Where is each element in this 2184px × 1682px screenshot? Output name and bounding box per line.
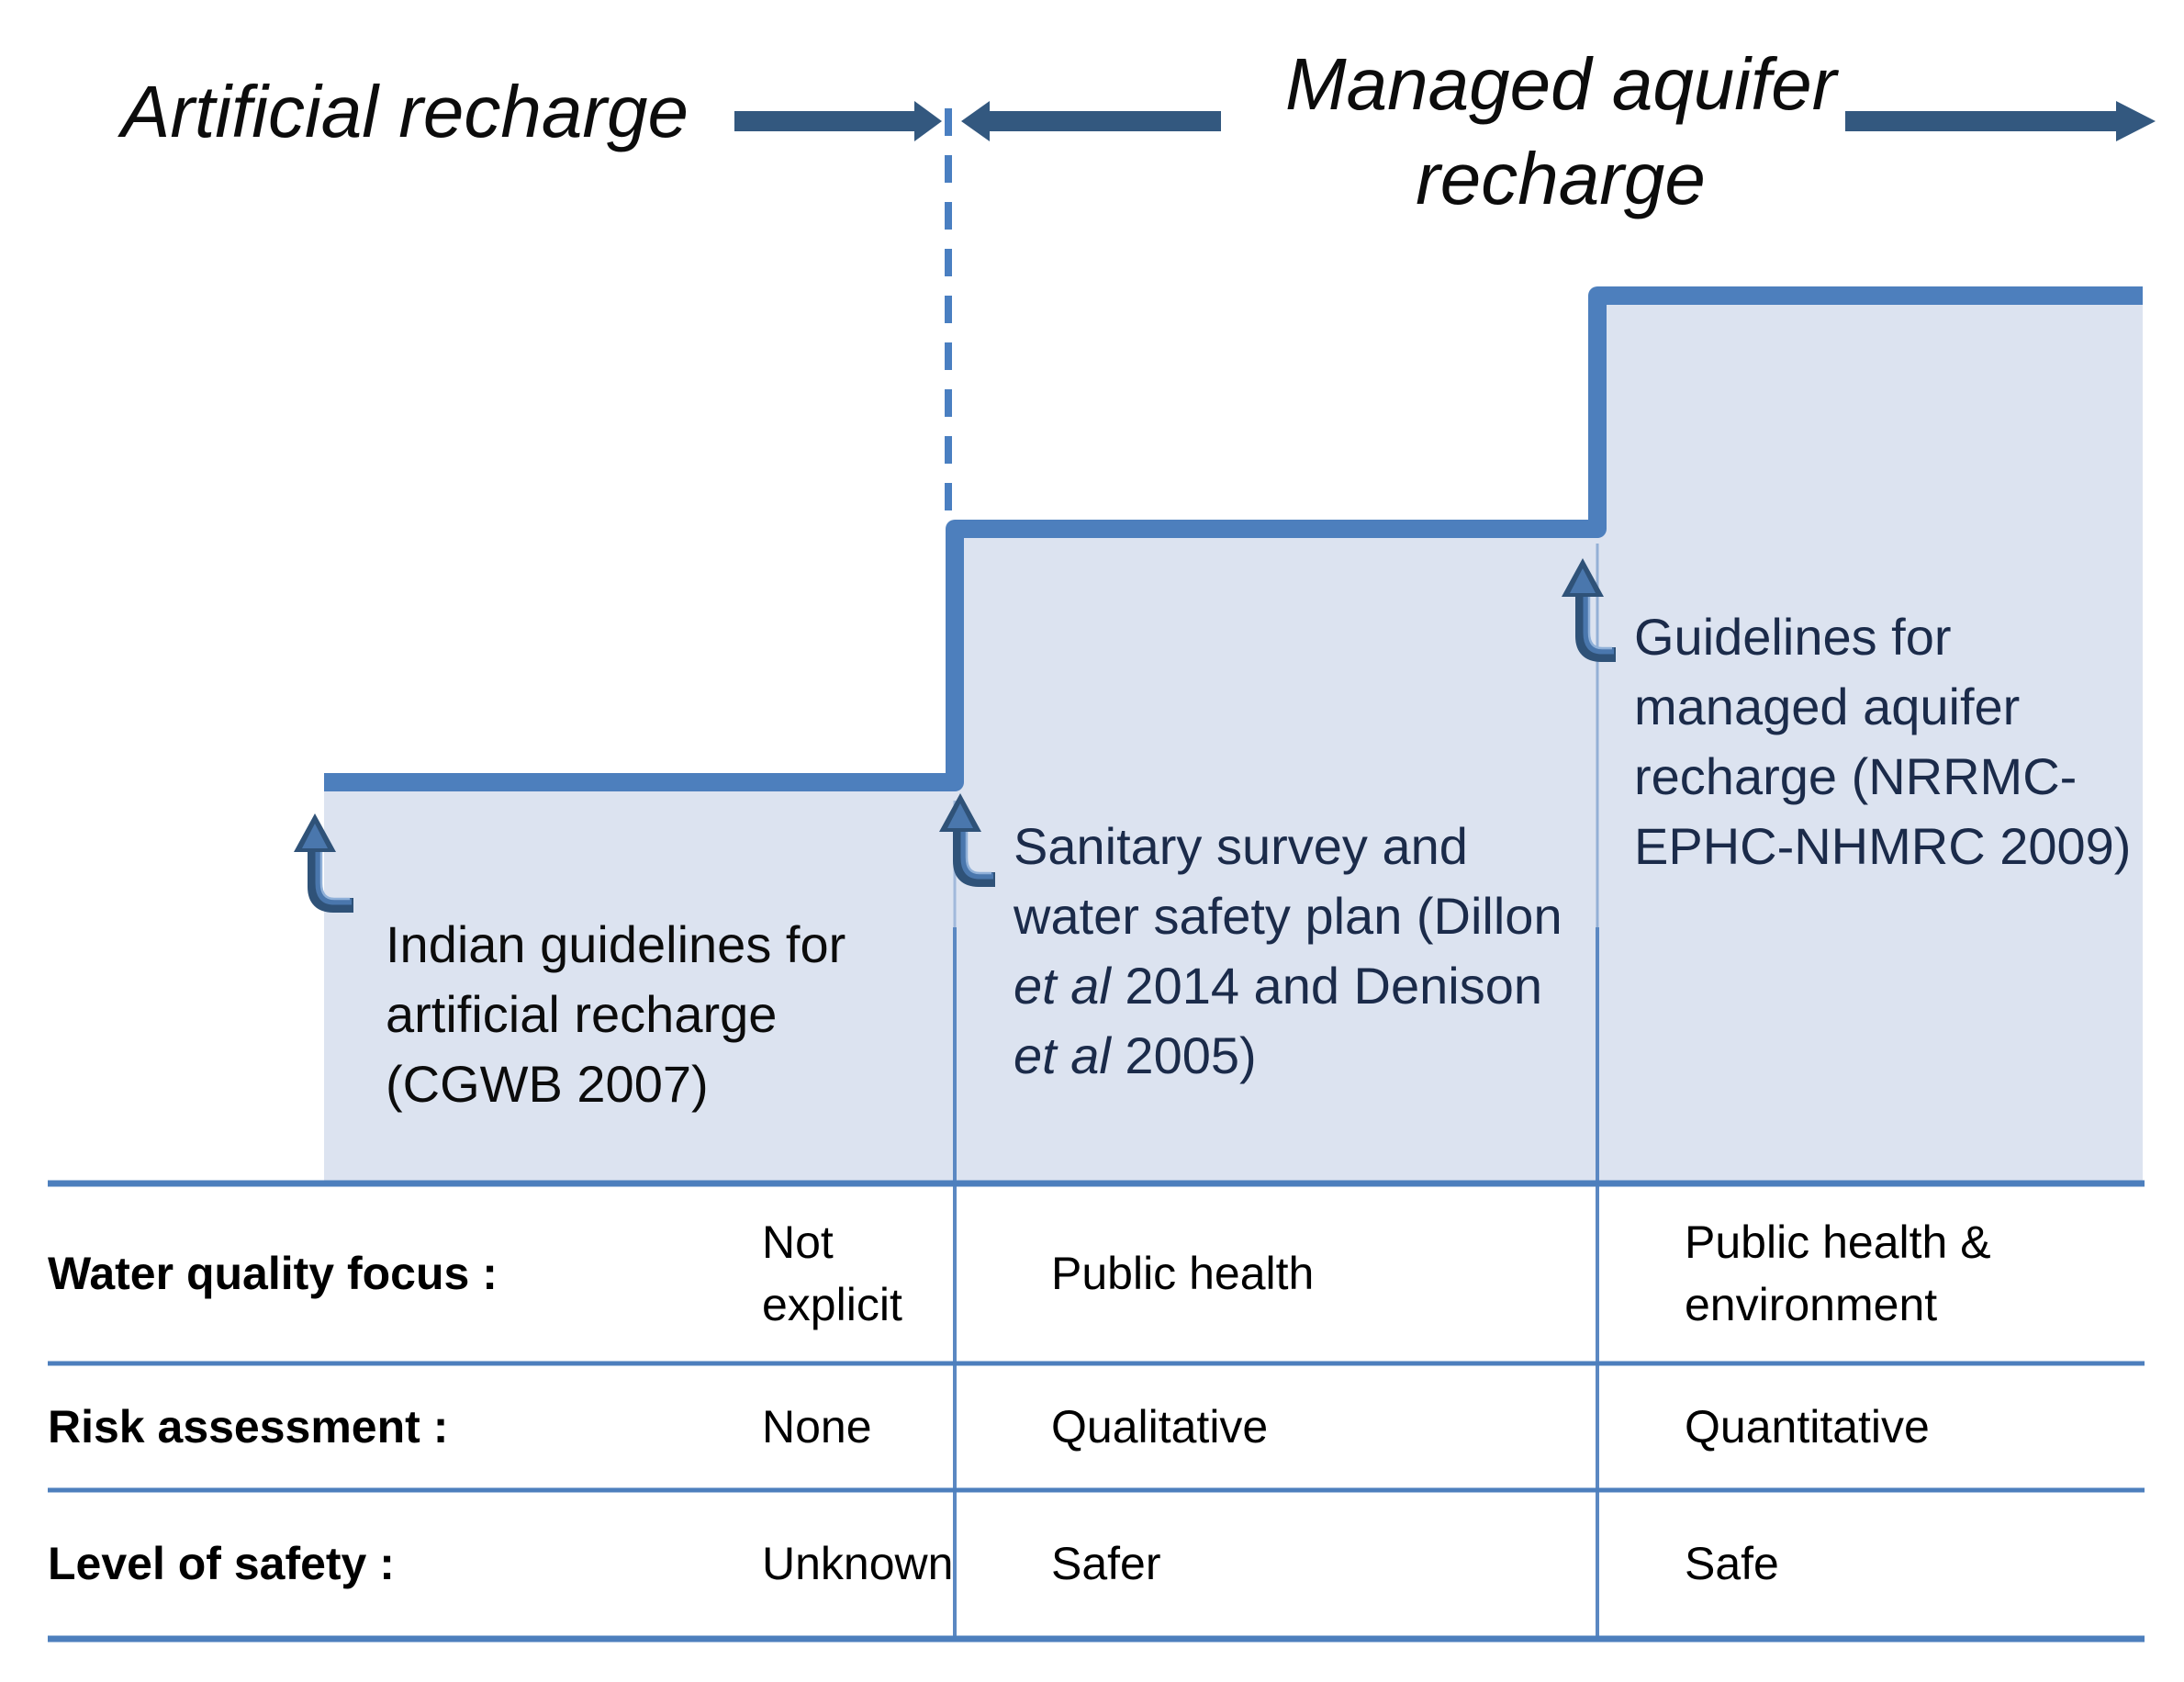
text-line: Public health (1051, 1248, 1315, 1299)
row-label: Water quality focus : (48, 1248, 498, 1299)
text-line: explicit (762, 1279, 902, 1330)
text-line: Public health & (1685, 1217, 1991, 1268)
staircase-outline (324, 286, 2143, 791)
text-line: water safety plan (Dillon (1014, 887, 1562, 945)
step3-guideline-text: Guidelines for managed aquifer recharge (N… (1634, 602, 2131, 881)
cell-col2: Safer (1051, 1490, 1161, 1636)
cell-col1: None (762, 1363, 872, 1490)
table-row-level-of-safety: Level of safety : Unknown Safer Safe (0, 1490, 2184, 1636)
text-line: (CGWB 2007) (386, 1055, 709, 1113)
right-regime-title-line2: recharge (1416, 138, 1706, 219)
cell-col1: Not explicit (762, 1183, 902, 1363)
cell-col3: Quantitative (1685, 1363, 1930, 1490)
text-line: None (762, 1401, 872, 1452)
row-label: Risk assessment : (48, 1401, 449, 1452)
text-line: environment (1685, 1279, 1938, 1330)
artificial-recharge-extent-arrow (734, 101, 942, 141)
text-line: Sanitary survey and (1014, 817, 1468, 875)
text-line: Not (762, 1217, 834, 1268)
cell-col2: Public health (1051, 1183, 1314, 1363)
text-line: Qualitative (1051, 1401, 1269, 1452)
text-line: recharge (NRRMC- (1634, 747, 2078, 805)
step2-up-arrow (939, 793, 995, 887)
step1-guideline-text: Indian guidelines for artificial recharge… (386, 910, 846, 1119)
left-regime-title: Artificial recharge (121, 71, 689, 152)
text-line: et al 2014 and Denison (1014, 957, 1543, 1015)
text-line: EPHC-NHMRC 2009) (1634, 817, 2132, 875)
cell-col1: Unknown (762, 1490, 953, 1636)
text-line: artificial recharge (386, 985, 778, 1043)
text-line: managed aquifer (1634, 678, 2021, 735)
cell-col2: Qualitative (1051, 1363, 1268, 1490)
text-line: Guidelines for (1634, 608, 1952, 666)
text-line: et al 2005) (1014, 1026, 1257, 1084)
text-line: Quantitative (1685, 1401, 1930, 1452)
step2-guideline-text: Sanitary survey and water safety plan (Di… (1014, 812, 1562, 1091)
text-line: Safer (1051, 1537, 1161, 1589)
cell-col3: Safe (1685, 1490, 1779, 1636)
mar-extent-arrow-right (1845, 101, 2156, 141)
cell-col3: Public health & environment (1685, 1183, 1991, 1363)
text-line: Indian guidelines for (386, 915, 846, 973)
row-label: Level of safety : (48, 1537, 395, 1589)
right-regime-title-line1: Managed aquifer (1285, 43, 1837, 125)
text-line: Safe (1685, 1537, 1779, 1589)
step3-up-arrow (1562, 558, 1616, 662)
mar-extent-arrow-left (961, 101, 1221, 141)
right-regime-title: Managed aquifer recharge (1285, 37, 1836, 226)
text-line: Unknown (762, 1537, 954, 1589)
staircase-fill (324, 296, 2143, 1183)
step1-up-arrow (294, 813, 353, 913)
table-row-risk-assessment: Risk assessment : None Qualitative Quant… (0, 1363, 2184, 1490)
table-row-water-quality-focus: Water quality focus : Not explicit Public… (0, 1183, 2184, 1363)
